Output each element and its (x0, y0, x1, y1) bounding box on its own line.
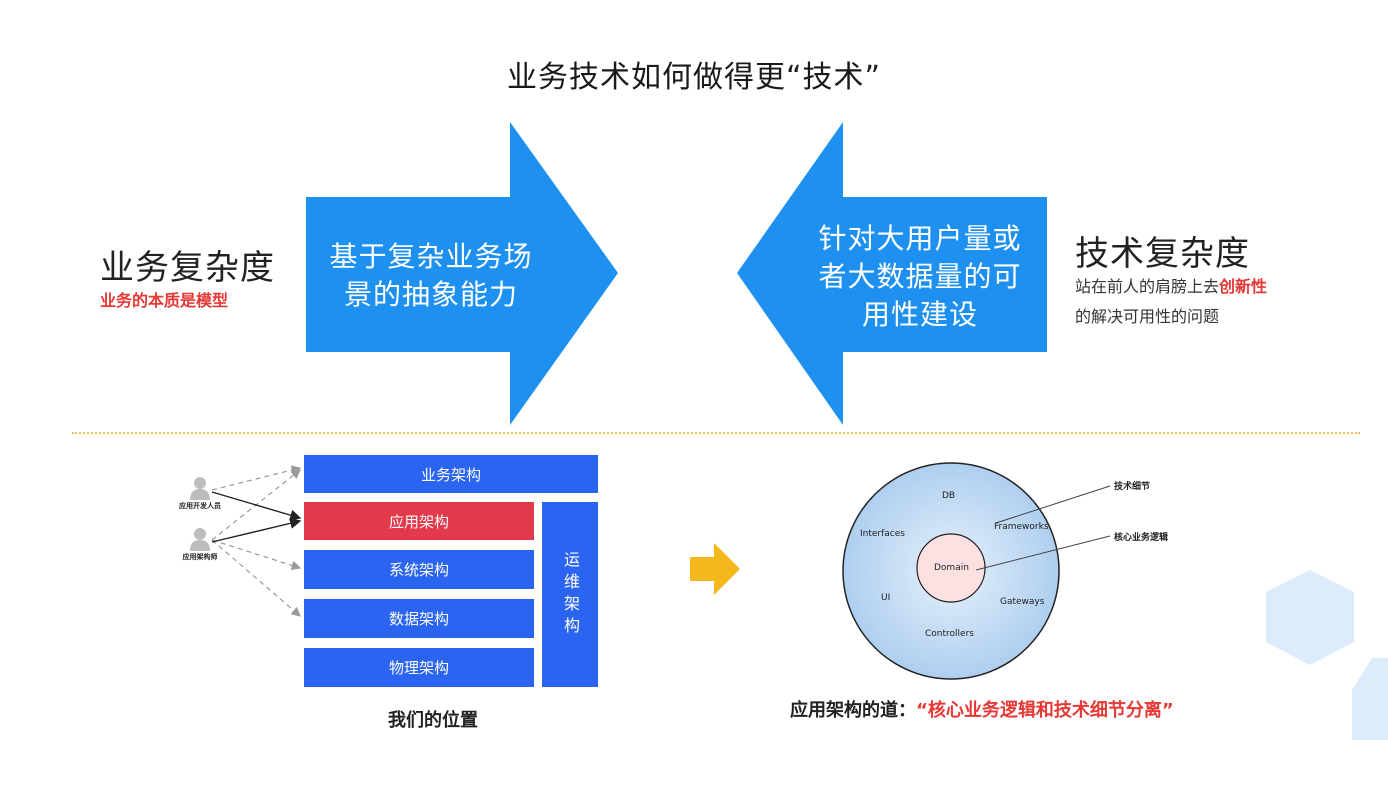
system-architecture-box: 系统架构 (304, 550, 534, 589)
decorative-hexagons (1266, 570, 1388, 740)
onion-ui-label: UI (881, 593, 891, 603)
onion-controllers-label: Controllers (925, 629, 974, 639)
role-architect-label: 应用架构师 (182, 553, 218, 561)
next-arrow-icon (690, 543, 740, 595)
application-architecture-caption: 应用架构的道：“核心业务逻辑和技术细节分离” (790, 696, 1174, 722)
left-pointing-arrow (737, 122, 1047, 425)
onion-db-label: DB (942, 491, 956, 501)
page-title: 业务技术如何做得更“技术” (506, 60, 882, 95)
architect-person-icon (190, 528, 210, 551)
ops-architecture-box: 运维架构 (542, 502, 598, 687)
onion-frameworks-label: Frameworks (994, 522, 1049, 532)
application-architecture-box: 应用架构 (304, 502, 534, 540)
onion-gateways-label: Gateways (1000, 597, 1045, 607)
tech-subtitle-prefix: 站在前人的肩膀上去 (1075, 277, 1220, 296)
tech-complexity-heading: 技术复杂度 (1075, 234, 1250, 274)
business-complexity-subtitle: 业务的本质是模型 (100, 291, 229, 310)
onion-interfaces-label: Interfaces (860, 529, 905, 539)
left-arrow-text: 基于复杂业务场 景的抽象能力 (306, 238, 556, 314)
tech-detail-note: 技术细节 (1114, 482, 1151, 492)
section-divider (72, 432, 1360, 434)
tech-complexity-subtitle: 站在前人的肩膀上去创新性 的解决可用性的问题 (1075, 272, 1267, 332)
business-architecture-box: 业务架构 (304, 455, 598, 493)
our-position-caption: 我们的位置 (388, 710, 478, 731)
right-arrow-line-1: 针对大用户量或 (818, 222, 1022, 255)
onion-diagram (842, 462, 1111, 680)
tech-subtitle-line2: 的解决可用性的问题 (1075, 307, 1220, 326)
developer-person-icon (190, 477, 210, 500)
caption-highlight: “核心业务逻辑和技术细节分离” (916, 700, 1174, 721)
core-logic-note: 核心业务逻辑 (1114, 533, 1169, 543)
onion-domain-label: Domain (934, 563, 969, 573)
ops-architecture-label: 运维架构 (561, 550, 580, 639)
role-developer-label: 应用开发人员 (179, 502, 221, 510)
left-arrow-line-1: 基于复杂业务场 (329, 240, 533, 273)
tech-detail-pointer (995, 485, 1111, 524)
right-arrow-line-2: 者大数据量的可 (818, 260, 1022, 293)
architecture-connectors (190, 465, 302, 617)
left-arrow-line-2: 景的抽象能力 (343, 278, 518, 311)
right-arrow-text: 针对大用户量或 者大数据量的可 用性建设 (800, 220, 1040, 334)
big-arrows (306, 122, 1047, 425)
business-complexity-heading: 业务复杂度 (100, 248, 275, 288)
tech-subtitle-highlight: 创新性 (1219, 277, 1268, 296)
physical-architecture-box: 物理架构 (304, 648, 534, 687)
caption-prefix: 应用架构的道： (790, 700, 916, 721)
core-logic-pointer (975, 535, 1111, 571)
right-arrow-line-3: 用性建设 (861, 298, 978, 331)
right-pointing-arrow (306, 122, 618, 425)
data-architecture-box: 数据架构 (304, 599, 534, 638)
